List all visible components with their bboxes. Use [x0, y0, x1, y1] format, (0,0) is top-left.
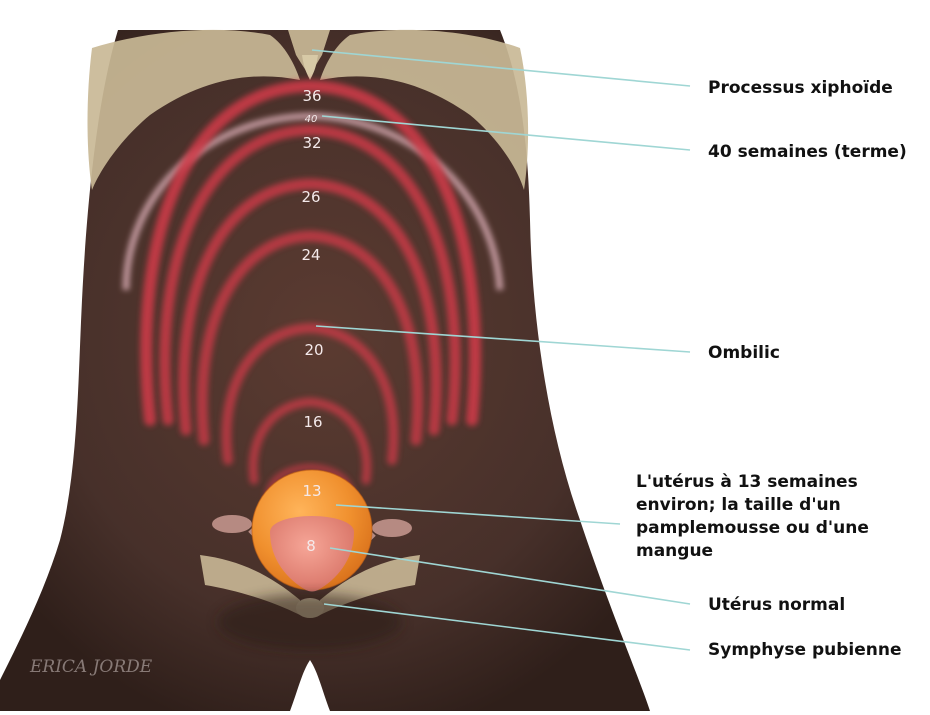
week-marker-36: 36	[302, 87, 321, 105]
week-marker-13: 13	[302, 482, 321, 500]
week-marker-32: 32	[302, 134, 321, 152]
week-marker-26: 26	[301, 188, 320, 206]
pubic-region-shade	[218, 594, 402, 650]
artist-signature: ERICA JORDE	[29, 657, 153, 677]
week-marker-8: 8	[306, 537, 316, 555]
label-xiphoid-process: Processus xiphoïde	[708, 77, 893, 100]
week-marker-16: 16	[303, 413, 322, 431]
label-term: 40 semaines (terme)	[708, 141, 907, 164]
week-marker-40: 40	[305, 114, 318, 125]
week-marker-20: 20	[304, 341, 323, 359]
label-umbilicus: Ombilic	[708, 342, 780, 365]
label-uterus-13-weeks: L'utérus à 13 semaines environ; la taill…	[636, 471, 906, 563]
label-pubic-symphysis: Symphyse pubienne	[708, 639, 902, 662]
label-normal-uterus: Utérus normal	[708, 594, 845, 617]
week-marker-24: 24	[301, 246, 320, 264]
